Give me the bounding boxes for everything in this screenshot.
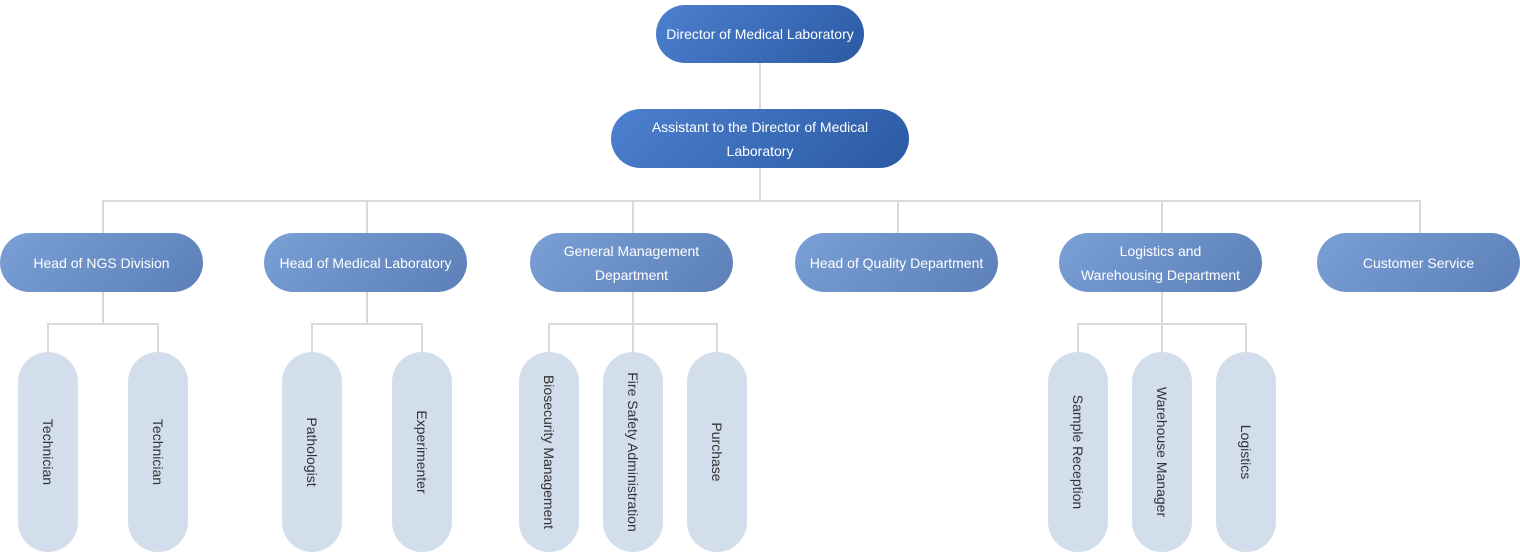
role-leaf: Technician bbox=[128, 352, 188, 552]
department-node: Head of NGS Division bbox=[0, 233, 203, 292]
director-label: Director of Medical Laboratory bbox=[666, 26, 854, 42]
department-label-line: Head of NGS Division bbox=[33, 254, 170, 271]
leaf-connector bbox=[1161, 323, 1163, 352]
assistant-node: Assistant to the Director of Medical Lab… bbox=[611, 109, 909, 168]
role-label: Warehouse Manager bbox=[1154, 386, 1170, 518]
leaf-connector bbox=[632, 323, 634, 352]
director-connector bbox=[759, 63, 761, 109]
child-stem bbox=[366, 292, 368, 323]
director-node: Director of Medical Laboratory bbox=[656, 5, 864, 63]
leaf-connector bbox=[157, 323, 159, 352]
department-connector bbox=[366, 200, 368, 233]
role-label: Fire Safety Administration bbox=[625, 372, 641, 532]
department-connector bbox=[897, 200, 899, 233]
role-label: Technician bbox=[40, 418, 56, 486]
department-connector bbox=[102, 200, 104, 233]
role-label: Technician bbox=[150, 418, 166, 486]
department-connector bbox=[1161, 200, 1163, 233]
leaf-connector bbox=[421, 323, 423, 352]
child-stem bbox=[1161, 292, 1163, 323]
role-label: Sample Reception bbox=[1070, 394, 1086, 510]
department-connector bbox=[1419, 200, 1421, 233]
assistant-connector bbox=[759, 168, 761, 201]
leaf-connector bbox=[716, 323, 718, 352]
child-bus-line bbox=[47, 323, 159, 325]
department-node: Head of Quality Department bbox=[795, 233, 998, 292]
role-leaf: Warehouse Manager bbox=[1132, 352, 1192, 552]
role-leaf: Pathologist bbox=[282, 352, 342, 552]
department-node: Customer Service bbox=[1317, 233, 1520, 292]
role-leaf: Experimenter bbox=[392, 352, 452, 552]
department-label-line: Head of Quality Department bbox=[809, 254, 984, 271]
department-label-line: Head of Medical Laboratory bbox=[279, 254, 452, 271]
child-stem bbox=[632, 292, 634, 323]
role-leaf: Purchase bbox=[687, 352, 747, 552]
child-stem bbox=[102, 292, 104, 323]
child-bus-line bbox=[311, 323, 423, 325]
department-label-line: Department bbox=[594, 266, 669, 283]
role-label: Logistics bbox=[1238, 424, 1254, 480]
assistant-label: Assistant to the Director of Medical Lab… bbox=[651, 118, 869, 159]
department-node: Head of Medical Laboratory bbox=[264, 233, 467, 292]
role-leaf: Fire Safety Administration bbox=[603, 352, 663, 552]
department-label: Head of NGS Division bbox=[33, 251, 169, 275]
department-label-line: Customer Service bbox=[1362, 254, 1475, 271]
role-leaf: Sample Reception bbox=[1048, 352, 1108, 552]
department-label: Customer Service bbox=[1363, 251, 1474, 275]
department-label: Head of Quality Department bbox=[810, 251, 984, 275]
leaf-connector bbox=[311, 323, 313, 352]
role-leaf: Biosecurity Management bbox=[519, 352, 579, 552]
department-bus-line bbox=[102, 200, 1421, 202]
department-label-line: Warehousing Department bbox=[1080, 266, 1240, 283]
department-label-line: Logistics and bbox=[1119, 242, 1202, 259]
role-label: Experimenter bbox=[414, 410, 430, 494]
role-label: Purchase bbox=[709, 422, 725, 482]
leaf-connector bbox=[548, 323, 550, 352]
role-leaf: Logistics bbox=[1216, 352, 1276, 552]
department-label: Head of Medical Laboratory bbox=[280, 251, 452, 275]
role-leaf: Technician bbox=[18, 352, 78, 552]
leaf-connector bbox=[47, 323, 49, 352]
leaf-connector bbox=[1245, 323, 1247, 352]
department-label-line: General Management bbox=[563, 242, 700, 259]
role-label: Biosecurity Management bbox=[541, 374, 557, 530]
leaf-connector bbox=[1077, 323, 1079, 352]
department-connector bbox=[632, 200, 634, 233]
role-label: Pathologist bbox=[304, 417, 320, 487]
